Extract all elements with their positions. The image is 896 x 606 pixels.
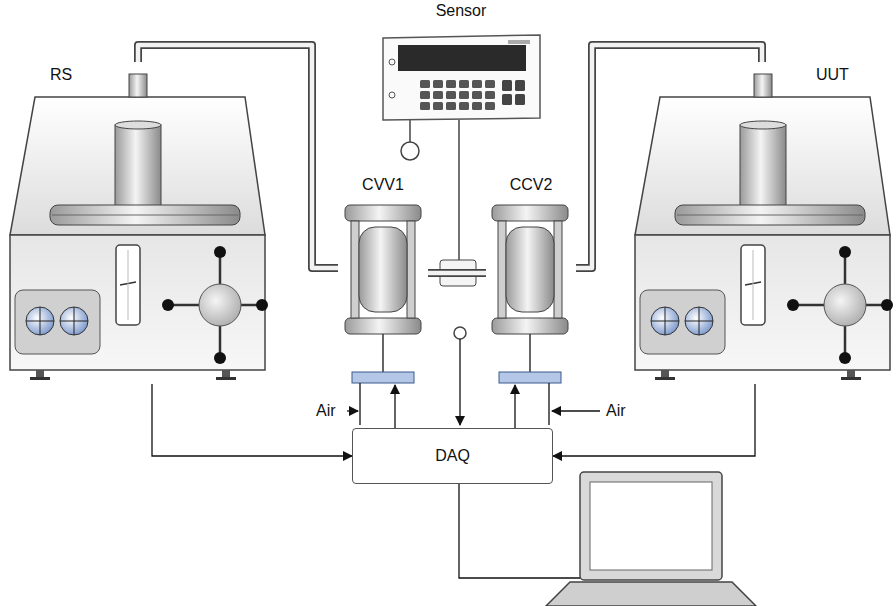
key [459,102,469,110]
air-line [548,383,549,425]
signal-connector [515,385,516,428]
air-arrow [347,410,358,411]
probe [401,142,419,160]
valve [345,205,421,383]
box-label: DAQ [435,447,470,465]
sensor-instrument [383,35,540,120]
signal-line [394,385,395,428]
part-label: CVV1 [362,176,404,194]
unit-under-test-node: UUT [630,62,892,384]
signal-line [553,384,755,456]
part-label: Sensor [436,2,487,20]
pipe-bore [428,271,486,276]
key [515,94,525,105]
pressure-pipe [138,45,338,268]
key [472,102,482,110]
part-label: UUT [816,66,849,84]
key [515,80,525,91]
data-cable [459,484,580,578]
key [446,80,456,88]
key [433,102,443,110]
unit-under-test-machine [635,74,893,380]
control-valve-node: CCV2 [486,174,576,385]
key [459,91,469,99]
key [433,91,443,99]
key [446,91,456,99]
air-line [359,383,360,425]
pipe-outline [428,269,486,277]
sensor-instrument-node: Sensor [376,0,546,126]
probe [454,327,466,339]
signal-connector [152,384,352,456]
pipe-bore [138,45,338,268]
signal-line [152,384,352,456]
air-arrow [552,410,600,411]
key [472,80,482,88]
part-label: RS [50,66,72,84]
pressure-pipe [576,45,762,268]
daq-box: DAQ [352,428,553,484]
key [502,94,512,105]
sensor-line [458,120,460,260]
keypad [420,80,525,110]
key [502,80,512,91]
air-label: Air [316,402,336,420]
signal-arrow [459,339,460,425]
signal-connector [395,385,396,428]
key [459,80,469,88]
key [420,102,430,110]
signal-connector [553,384,755,456]
key [485,80,495,88]
key [485,91,495,99]
air-label: Air [606,402,626,420]
valve [492,205,568,383]
laptop [546,472,756,606]
pipe-outline [576,45,762,268]
part-label: CCV2 [510,176,553,194]
signal-line [514,385,515,428]
key [446,102,456,110]
key [420,80,430,88]
pipe-outline [138,45,338,268]
key [420,91,430,99]
reference-standard-machine [10,74,268,380]
pressure-pipe [428,273,486,274]
control-valve-node: CVV1 [338,174,428,385]
pipe-bore [576,45,762,268]
probe-lead [409,120,411,142]
key [472,91,482,99]
key [433,80,443,88]
key [485,102,495,110]
reference-standard-node: RS [8,62,270,384]
